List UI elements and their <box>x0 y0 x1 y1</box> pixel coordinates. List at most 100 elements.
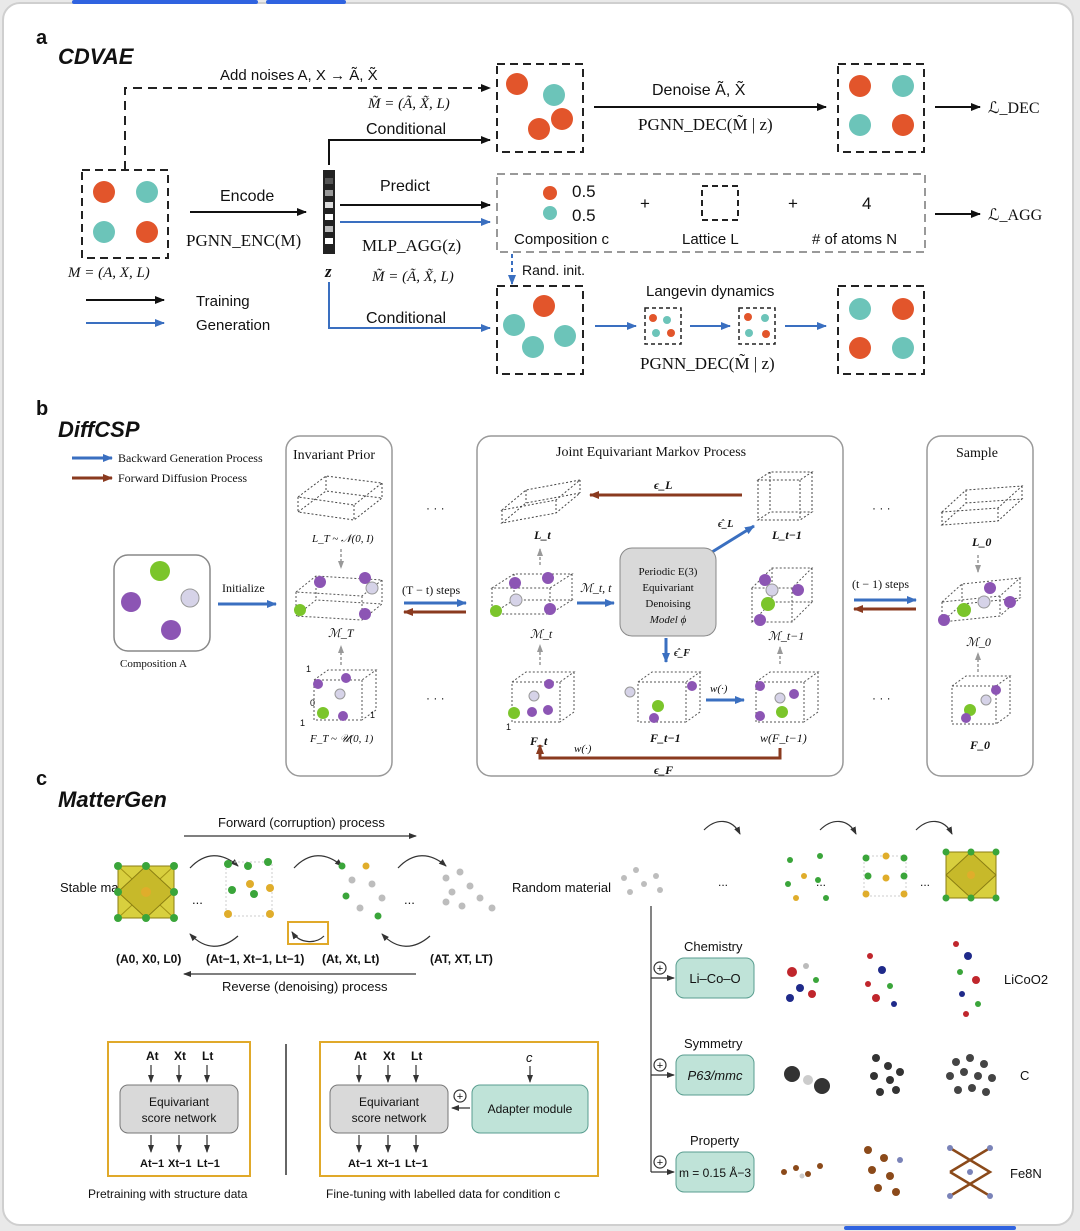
property-value: m = 0.15 Å−3 <box>679 1165 751 1180</box>
score-network-box <box>329 1084 449 1134</box>
panel-b: b DiffCSP Backward Generation Process Fo… <box>36 398 1034 777</box>
atom-orange <box>892 114 914 136</box>
input-a: At <box>354 1049 367 1063</box>
model-line-1: Periodic E(3) <box>639 566 698 578</box>
atom-orange <box>506 73 528 95</box>
steps-label-1: (T − t) steps <box>402 583 461 597</box>
input-a: At <box>146 1049 159 1063</box>
encode-label: Encode <box>220 188 274 205</box>
f0-label: F_0 <box>969 738 990 752</box>
model-line-4: Model ϕ <box>649 614 687 626</box>
loss-dec-label: ℒ_DEC <box>988 100 1040 117</box>
random-material-label: Random material <box>512 880 611 895</box>
atom-orange <box>849 337 871 359</box>
plus-sign: + <box>657 1060 663 1072</box>
property-structures <box>781 1145 993 1199</box>
panel-b-letter: b <box>36 398 48 420</box>
atom-teal <box>543 84 565 106</box>
atom-purple <box>121 592 141 612</box>
plus-circle-icon <box>653 1058 667 1072</box>
composition-orange-dot <box>543 186 557 200</box>
pgnn-enc-label: PGNN_ENC(M) <box>186 231 301 250</box>
generated-material-box <box>837 285 925 375</box>
noisy-material-box <box>496 63 584 153</box>
mt-label: ℳ_T <box>328 626 355 640</box>
plus-circle-icon <box>453 1089 467 1103</box>
lt-lattice-icon <box>500 479 582 524</box>
atom-orange <box>528 118 550 140</box>
ellipsis: · · · <box>872 501 891 515</box>
legend-generation-label: Generation <box>196 317 270 334</box>
eps-l-hat-label: ϵ̂_L <box>718 519 733 530</box>
symmetry-result: C <box>1020 1068 1029 1083</box>
ellipsis: · · · <box>426 691 445 705</box>
lattice-box-icon <box>701 185 739 221</box>
rand-init-label: Rand. init. <box>522 262 585 278</box>
langevin-step-box-1 <box>644 307 682 345</box>
model-line-2: Equivariant <box>642 582 693 594</box>
atom-orange <box>533 295 555 317</box>
chemistry-structures <box>786 941 981 1017</box>
invariant-prior-box <box>285 435 393 777</box>
panel-a-title: CDVAE <box>58 44 135 69</box>
ft1-label: F_t−1 <box>649 731 681 745</box>
composition-a-label: Composition A <box>120 658 187 670</box>
axis-one-label: 1 <box>306 664 311 674</box>
ft1-cube-icon <box>637 671 702 723</box>
plus-1: + <box>640 194 650 213</box>
ft-prior-label: F_T ~ 𝒰(0, 1) <box>309 733 374 745</box>
f0-cube-icon <box>951 675 1012 725</box>
atom-teal <box>554 325 576 347</box>
atom-green <box>150 561 170 581</box>
eps-l-label: ϵ_L <box>654 478 673 492</box>
random-structure <box>442 868 496 912</box>
dots: ... <box>920 875 930 889</box>
conditional-generation-arrow <box>328 282 491 332</box>
finetuning-label: Fine-tuning with labelled data for condi… <box>326 1187 560 1201</box>
highlight-step-box <box>287 921 329 945</box>
chemistry-condition-box <box>675 957 755 999</box>
axis-zero-label: 0 <box>310 698 315 708</box>
sample-title: Sample <box>956 446 998 461</box>
structure-t <box>338 862 386 920</box>
atom-orange <box>892 298 914 320</box>
atom-lavender <box>180 588 200 608</box>
pretraining-box <box>107 1041 251 1177</box>
conditional-training-arrow <box>328 136 491 165</box>
panel-b-title: DiffCSP <box>58 417 140 442</box>
state-t-label: (At, Xt, Lt) <box>322 952 379 966</box>
chemistry-label: Chemistry <box>684 939 743 954</box>
property-result: Fe8N <box>1010 1166 1042 1181</box>
finetuning-box <box>319 1041 599 1177</box>
axis-one-label: 1 <box>300 718 305 728</box>
conditional-label-1: Conditional <box>366 121 446 138</box>
denoise-label: Denoise Ã, X̃ <box>652 79 746 99</box>
score-network-box <box>119 1084 239 1134</box>
dots: ... <box>816 875 826 889</box>
atom-teal <box>892 75 914 97</box>
score-network-line-2: score network <box>142 1111 218 1125</box>
w-ft1-label: w(F_t−1) <box>760 731 807 745</box>
lattice-prior-icon <box>296 475 384 521</box>
panel-c-letter: c <box>36 768 47 790</box>
langevin-label: Langevin dynamics <box>646 283 774 300</box>
noisy-m-label-2: M̃ = (Ã, X̃, L) <box>371 268 454 285</box>
dots: ... <box>192 892 203 907</box>
m0-structure-icon <box>940 577 1022 623</box>
atoms-label: # of atoms N <box>812 231 897 248</box>
state-T-label: (AT, XT, LT) <box>430 952 493 966</box>
lt1-label: L_t−1 <box>771 528 802 542</box>
noisy-m-label-1: M̃ = (Ã, X̃, L) <box>367 95 450 112</box>
steps-label-2: (t − 1) steps <box>852 577 909 591</box>
lt-label: L_t <box>533 528 551 542</box>
langevin-step-box-2 <box>738 307 776 345</box>
mt-input-label: ℳ_t, t <box>580 581 612 595</box>
pgnn-dec-label-2: PGNN_DEC(M̃ | z) <box>640 354 775 373</box>
atom-teal <box>849 298 871 320</box>
mt1-label: ℳ_t−1 <box>768 629 804 643</box>
atom-teal <box>136 181 158 203</box>
panel-c: c MatterGen Forward (corruption) process… <box>36 768 1048 1201</box>
adapter-module-label: Adapter module <box>488 1102 573 1116</box>
atom-orange <box>93 181 115 203</box>
ellipsis: · · · <box>872 691 891 705</box>
